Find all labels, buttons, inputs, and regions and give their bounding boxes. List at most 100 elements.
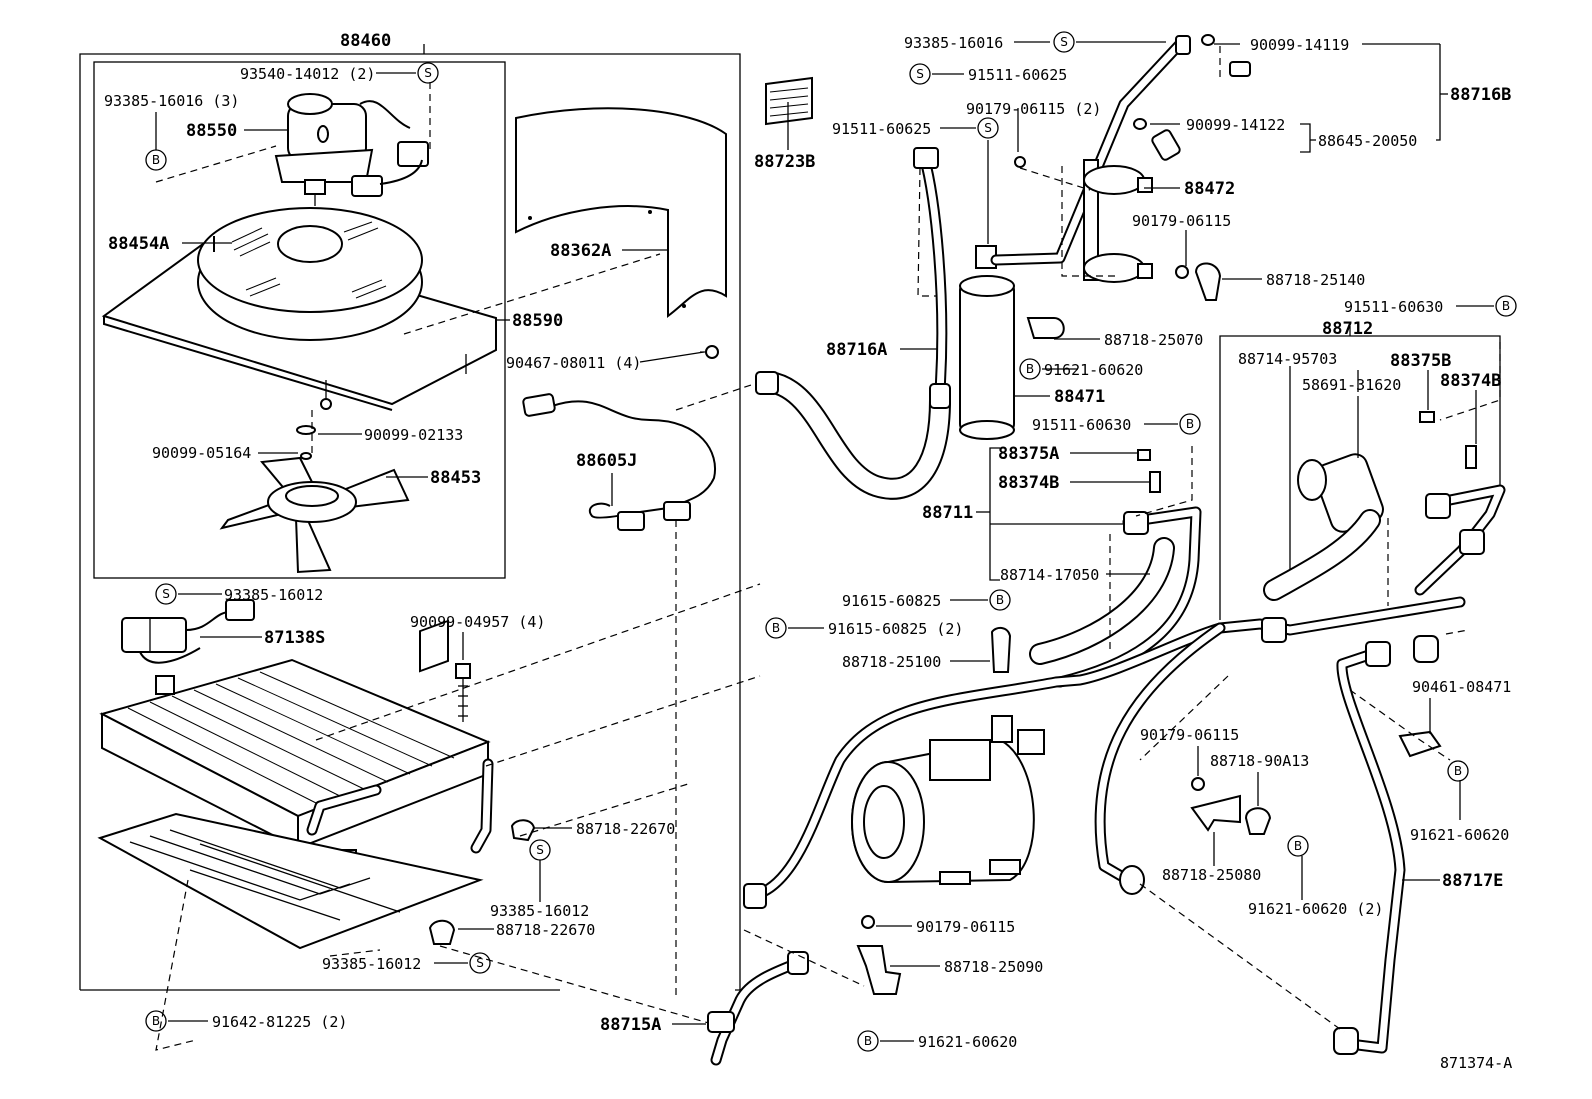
label-91511-60625-b: 91511-60625 <box>832 120 931 138</box>
condenser-core <box>99 619 536 945</box>
b-symbol: B <box>145 149 167 171</box>
label-88374b-b: 88374B <box>1440 371 1501 391</box>
label-88374b-a: 88374B <box>998 473 1059 493</box>
label-88590: 88590 <box>512 311 563 331</box>
label-88471: 88471 <box>1054 387 1105 407</box>
b-symbol: B <box>989 589 1011 611</box>
s-symbol: S <box>155 583 177 605</box>
svg-text:B: B <box>864 1034 872 1048</box>
label-90099-14122: 90099-14122 <box>1186 116 1285 134</box>
label-88718-25100: 88718-25100 <box>842 653 941 671</box>
svg-text:S: S <box>162 587 170 601</box>
label-93385-16012-b: 93385-16012 <box>490 902 589 920</box>
s-symbol: S <box>1053 31 1075 53</box>
label-93385-16016: 93385-16016 <box>904 34 1003 52</box>
s-symbol: S <box>417 62 439 84</box>
b-symbol: B <box>1287 835 1309 857</box>
label-88375a: 88375A <box>998 444 1059 464</box>
label-93385-16012-c: 93385-16012 <box>322 955 421 973</box>
fan-blade <box>219 425 410 574</box>
label-90099-02133: 90099-02133 <box>364 426 463 444</box>
label-88718-25070: 88718-25070 <box>1104 331 1203 349</box>
label-88362a: 88362A <box>550 241 611 261</box>
label-91615-60825-a: 91615-60825 <box>842 592 941 610</box>
label-88605j: 88605J <box>576 451 637 471</box>
under-plate <box>97 812 484 950</box>
label-88460: 88460 <box>340 31 391 51</box>
pipe-88715a <box>707 951 809 1066</box>
label-90099-14119: 90099-14119 <box>1250 36 1349 54</box>
part-labels: 88460 93540-14012 (2) 93385-16016 (3) 88… <box>104 31 1512 1072</box>
label-90099-04957: 90099-04957 (4) <box>410 613 545 631</box>
diagram-id: 871374-A <box>1440 1054 1512 1072</box>
label-91621-60620-c: 91621-60620 <box>1410 826 1509 844</box>
s-symbol: S <box>469 952 491 974</box>
clamp-25070 <box>1026 317 1065 339</box>
label-88723b: 88723B <box>754 152 815 172</box>
s-symbol: S <box>909 63 931 85</box>
label-90179-06115-2: 90179-06115 (2) <box>966 100 1101 118</box>
label-91511-60630-a: 91511-60630 <box>1032 416 1131 434</box>
label-91615-60825-b: 91615-60825 (2) <box>828 620 963 638</box>
caution-label <box>765 76 813 126</box>
left-leaders <box>155 82 761 1051</box>
main-pipe <box>743 596 1466 909</box>
svg-text:B: B <box>996 593 1004 607</box>
symbols: S B S S S B S S S B B B B B B B B <box>145 31 1517 1052</box>
label-91642-81225: 91642-81225 (2) <box>212 1013 347 1031</box>
svg-text:B: B <box>152 1014 160 1028</box>
fan-shroud <box>101 207 497 411</box>
label-88717e: 88717E <box>1442 871 1503 891</box>
label-87138s: 87138S <box>264 628 325 648</box>
fan-shield <box>515 107 727 359</box>
pipe-lower <box>1094 622 1226 895</box>
label-88714-95703: 88714-95703 <box>1238 350 1337 368</box>
pipe-88717e <box>1333 635 1439 1055</box>
label-91621-60620-a: 91621-60620 <box>1044 361 1143 379</box>
b-symbol: B <box>857 1030 879 1052</box>
label-90179-06115-d: 90179-06115 <box>1140 726 1239 744</box>
label-88718-22670-b: 88718-22670 <box>496 921 595 939</box>
right-leaders <box>743 46 1501 1033</box>
label-90099-05164: 90099-05164 <box>152 444 251 462</box>
compressor <box>851 715 1045 885</box>
svg-text:S: S <box>916 67 924 81</box>
label-88550: 88550 <box>186 121 237 141</box>
label-88716a: 88716A <box>826 340 887 360</box>
label-90179-06115-c: 90179-06115 <box>1132 212 1231 230</box>
label-88715a: 88715A <box>600 1015 661 1035</box>
label-88472: 88472 <box>1184 179 1235 199</box>
svg-text:B: B <box>1502 299 1510 313</box>
label-90467-08011: 90467-08011 (4) <box>506 354 641 372</box>
label-91511-60630-b: 91511-60630 <box>1344 298 1443 316</box>
label-leaders <box>155 41 1494 1042</box>
bolt <box>455 663 471 722</box>
label-88718-90a13: 88718-90A13 <box>1210 752 1309 770</box>
right-brackets <box>1190 730 1442 835</box>
wire-harness <box>522 393 716 531</box>
svg-text:S: S <box>1060 35 1068 49</box>
b-symbol: B <box>1179 413 1201 435</box>
label-88375b: 88375B <box>1390 351 1451 371</box>
b-symbol: B <box>1495 295 1517 317</box>
connector-87138s <box>121 599 255 664</box>
bracket-25090 <box>856 915 902 995</box>
svg-text:B: B <box>1026 362 1034 376</box>
b-symbol: B <box>765 617 787 639</box>
svg-text:B: B <box>1294 839 1302 853</box>
label-88711: 88711 <box>922 503 973 523</box>
label-93385-16012-a: 93385-16012 <box>224 586 323 604</box>
label-88718-22670-a: 88718-22670 <box>576 820 675 838</box>
label-88453: 88453 <box>430 468 481 488</box>
label-88718-25140: 88718-25140 <box>1266 271 1365 289</box>
label-88718-25080: 88718-25080 <box>1162 866 1261 884</box>
pressure-switch <box>1014 118 1222 301</box>
svg-text:S: S <box>536 843 544 857</box>
svg-text:B: B <box>152 153 160 167</box>
label-93385-16016-3: 93385-16016 (3) <box>104 92 239 110</box>
s-symbol: S <box>529 839 551 861</box>
s-symbol: S <box>977 117 999 139</box>
hose-88712-frame <box>1219 335 1501 620</box>
label-90461-08471: 90461-08471 <box>1412 678 1511 696</box>
